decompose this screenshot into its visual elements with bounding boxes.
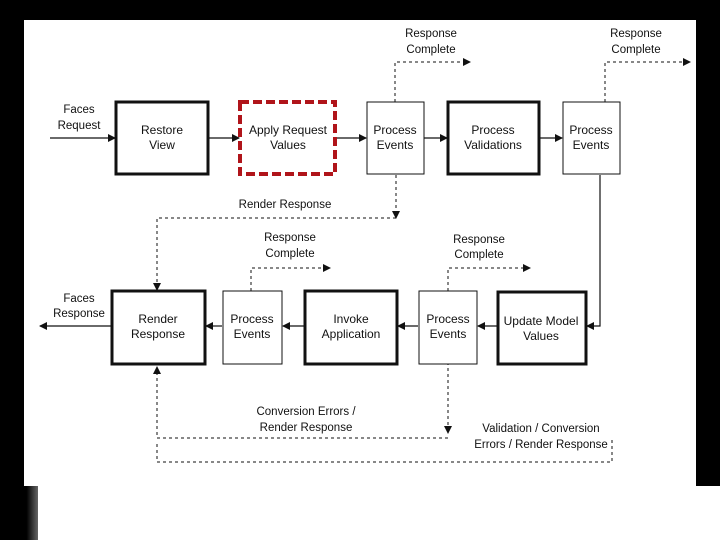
arrow-response-complete-4 <box>447 264 531 291</box>
label-render-response-top: Render Response <box>239 199 332 211</box>
label-response-complete-1-line1: Response <box>405 28 457 40</box>
box-process-events-3-line2: Events <box>234 327 271 341</box>
slide-background <box>24 20 696 486</box>
arrow-to-render-response <box>153 217 396 291</box>
label-validation-errors-line1: Validation / Conversion <box>482 423 599 435</box>
label-response-complete-2-line1: Response <box>610 28 662 40</box>
box-process-validations-line2: Validations <box>464 138 522 152</box>
box-apply-request-values-line2: Values <box>270 138 306 152</box>
box-invoke-application-line1: Invoke <box>333 312 369 326</box>
box-process-events-3: Process Events <box>222 290 283 365</box>
box-process-events-4-line1: Process <box>426 312 469 326</box>
box-invoke-application-line2: Application <box>322 327 381 341</box>
box-update-model-values-line2: Values <box>523 329 559 343</box>
arrow-response-complete-3 <box>250 264 331 291</box>
slide-shadow-right <box>696 72 720 540</box>
slide-bottom-area <box>0 486 720 540</box>
arrow-validation-errors <box>156 440 613 463</box>
label-faces-response-line1: Faces <box>63 293 95 305</box>
arrow-events2-to-update-model <box>586 175 601 330</box>
box-process-events-3-line1: Process <box>230 312 273 326</box>
label-response-complete-2: Response Complete <box>610 28 662 56</box>
label-conversion-errors-line2: Render Response <box>260 422 353 434</box>
label-response-complete-3-line2: Complete <box>265 248 314 260</box>
label-faces-request-line2: Request <box>58 120 102 132</box>
box-process-events-1: Process Events <box>366 101 425 175</box>
label-response-complete-4-line2: Complete <box>454 249 503 261</box>
label-faces-request: Faces Request <box>58 104 102 132</box>
box-process-events-2-line2: Events <box>573 138 610 152</box>
label-faces-response: Faces Response <box>53 293 105 320</box>
box-restore-view-line2: View <box>149 138 175 152</box>
label-conversion-errors: Conversion Errors / Render Response <box>256 406 356 434</box>
box-apply-request-values-line1: Apply Request <box>249 123 328 137</box>
label-response-complete-4: Response Complete <box>453 234 505 261</box>
box-process-validations-line1: Process <box>471 123 514 137</box>
box-process-events-2-line1: Process <box>569 123 612 137</box>
box-apply-request-values: Apply Request Values <box>238 100 337 176</box>
box-restore-view-line1: Restore <box>141 123 183 137</box>
solid-flow-arrows <box>39 134 601 330</box>
label-response-complete-1: Response Complete <box>405 28 457 56</box>
box-process-validations: Process Validations <box>446 100 541 176</box>
dashed-flow-arrows <box>153 58 691 463</box>
box-update-model-values-line1: Update Model <box>504 314 579 328</box>
label-response-complete-2-line2: Complete <box>611 44 660 56</box>
arrow-conversion-errors-left <box>153 366 448 439</box>
label-faces-request-line1: Faces <box>63 104 95 116</box>
label-response-complete-1-line2: Complete <box>406 44 455 56</box>
box-update-model-values: Update Model Values <box>496 290 588 366</box>
box-render-response-line2: Response <box>131 327 185 341</box>
label-response-complete-3-line1: Response <box>264 232 316 244</box>
label-response-complete-4-line1: Response <box>453 234 505 246</box>
label-response-complete-3: Response Complete <box>264 232 316 260</box>
box-process-events-4: Process Events <box>418 290 478 365</box>
arrow-response-complete-2 <box>604 58 691 102</box>
slide-shadow-left <box>0 486 38 540</box>
label-validation-errors: Validation / Conversion Errors / Render … <box>474 423 608 451</box>
box-process-events-1-line2: Events <box>377 138 414 152</box>
box-process-events-2: Process Events <box>562 101 621 175</box>
label-conversion-errors-line1: Conversion Errors / <box>256 406 356 418</box>
label-faces-response-line2: Response <box>53 308 105 320</box>
label-validation-errors-line2: Errors / Render Response <box>474 439 608 451</box>
box-restore-view: Restore View <box>114 100 210 176</box>
box-render-response: Render Response <box>110 289 207 366</box>
box-process-events-4-line2: Events <box>430 327 467 341</box>
box-invoke-application: Invoke Application <box>303 289 399 366</box>
arrow-response-complete-1 <box>394 58 471 102</box>
box-render-response-line1: Render <box>138 312 177 326</box>
box-process-events-1-line1: Process <box>373 123 416 137</box>
